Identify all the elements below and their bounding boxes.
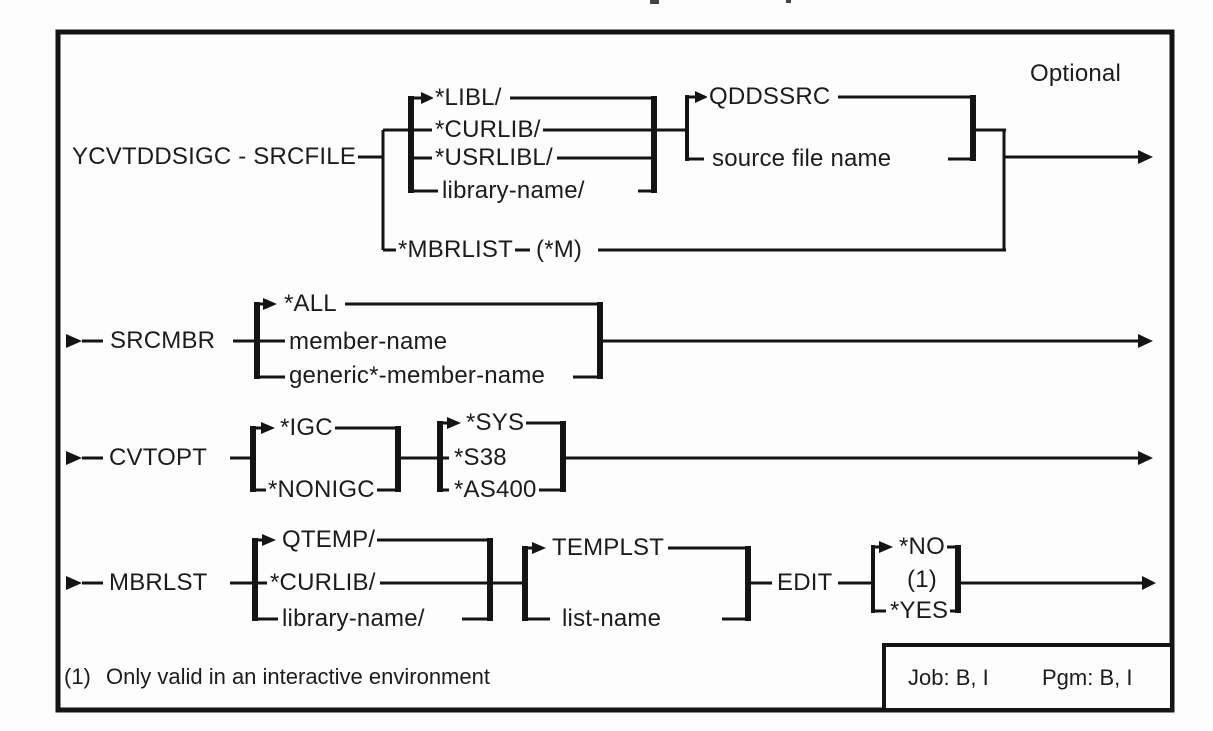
option-generic-member-name: generic*-member-name bbox=[287, 362, 548, 390]
row-start-arrow-icons bbox=[66, 334, 82, 590]
option-list-name: list-name bbox=[560, 605, 664, 633]
option-as400: *AS400 bbox=[452, 476, 539, 504]
option-templst: TEMPLST bbox=[550, 534, 667, 562]
footnote-marker: (1) bbox=[62, 664, 93, 690]
option-usrlibl: *USRLIBL/ bbox=[433, 144, 555, 172]
optional-label: Optional bbox=[1028, 60, 1123, 88]
row-end-arrow-icons bbox=[1138, 150, 1156, 590]
command-label: YCVTDDSIGC - SRCFILE bbox=[70, 143, 359, 171]
option-library-name: library-name/ bbox=[440, 177, 587, 205]
option-no: *NO bbox=[897, 533, 947, 561]
param-mbrlst-label: MBRLST bbox=[107, 569, 210, 597]
option-curlib: *CURLIB/ bbox=[433, 116, 543, 144]
job-env-label: Job: B, I bbox=[906, 665, 991, 691]
option-sys: *SYS bbox=[464, 409, 527, 437]
option-igc: *IGC bbox=[278, 414, 335, 442]
option-libl: *LIBL/ bbox=[433, 84, 504, 112]
option-curlib-mbrlst: *CURLIB/ bbox=[268, 569, 378, 597]
param-srcmbr-label: SRCMBR bbox=[108, 327, 218, 355]
footnote-ref-label: (1) bbox=[905, 566, 939, 594]
option-nonigc: *NONIGC bbox=[266, 476, 377, 504]
rail-brackets-medium bbox=[685, 95, 875, 613]
diagram-frame bbox=[55, 29, 1175, 713]
option-s38: *S38 bbox=[452, 444, 509, 472]
rail-brackets bbox=[250, 95, 976, 621]
option-source-file-name: source file name bbox=[710, 145, 894, 173]
option-mbrlist-arg: (*M) bbox=[534, 236, 585, 264]
param-edit-label: EDIT bbox=[775, 569, 835, 597]
option-library-name-mbrlst: library-name/ bbox=[280, 605, 427, 633]
pgm-env-label: Pgm: B, I bbox=[1040, 665, 1135, 691]
rail-split-verticals bbox=[381, 130, 1006, 250]
option-mbrlist: *MBRLIST bbox=[396, 236, 515, 264]
cropped-text-fragment bbox=[650, 0, 791, 4]
option-qtemp: QTEMP/ bbox=[280, 526, 378, 554]
param-cvtopt-label: CVTOPT bbox=[107, 444, 210, 472]
footnote-text: Only valid in an interactive environment bbox=[104, 664, 492, 690]
option-member-name: member-name bbox=[287, 328, 450, 356]
rail-horizontals bbox=[82, 95, 1142, 621]
option-all: *ALL bbox=[282, 290, 339, 318]
option-qddssrc: QDDSSRC bbox=[707, 83, 833, 111]
option-yes: *YES bbox=[888, 597, 951, 625]
